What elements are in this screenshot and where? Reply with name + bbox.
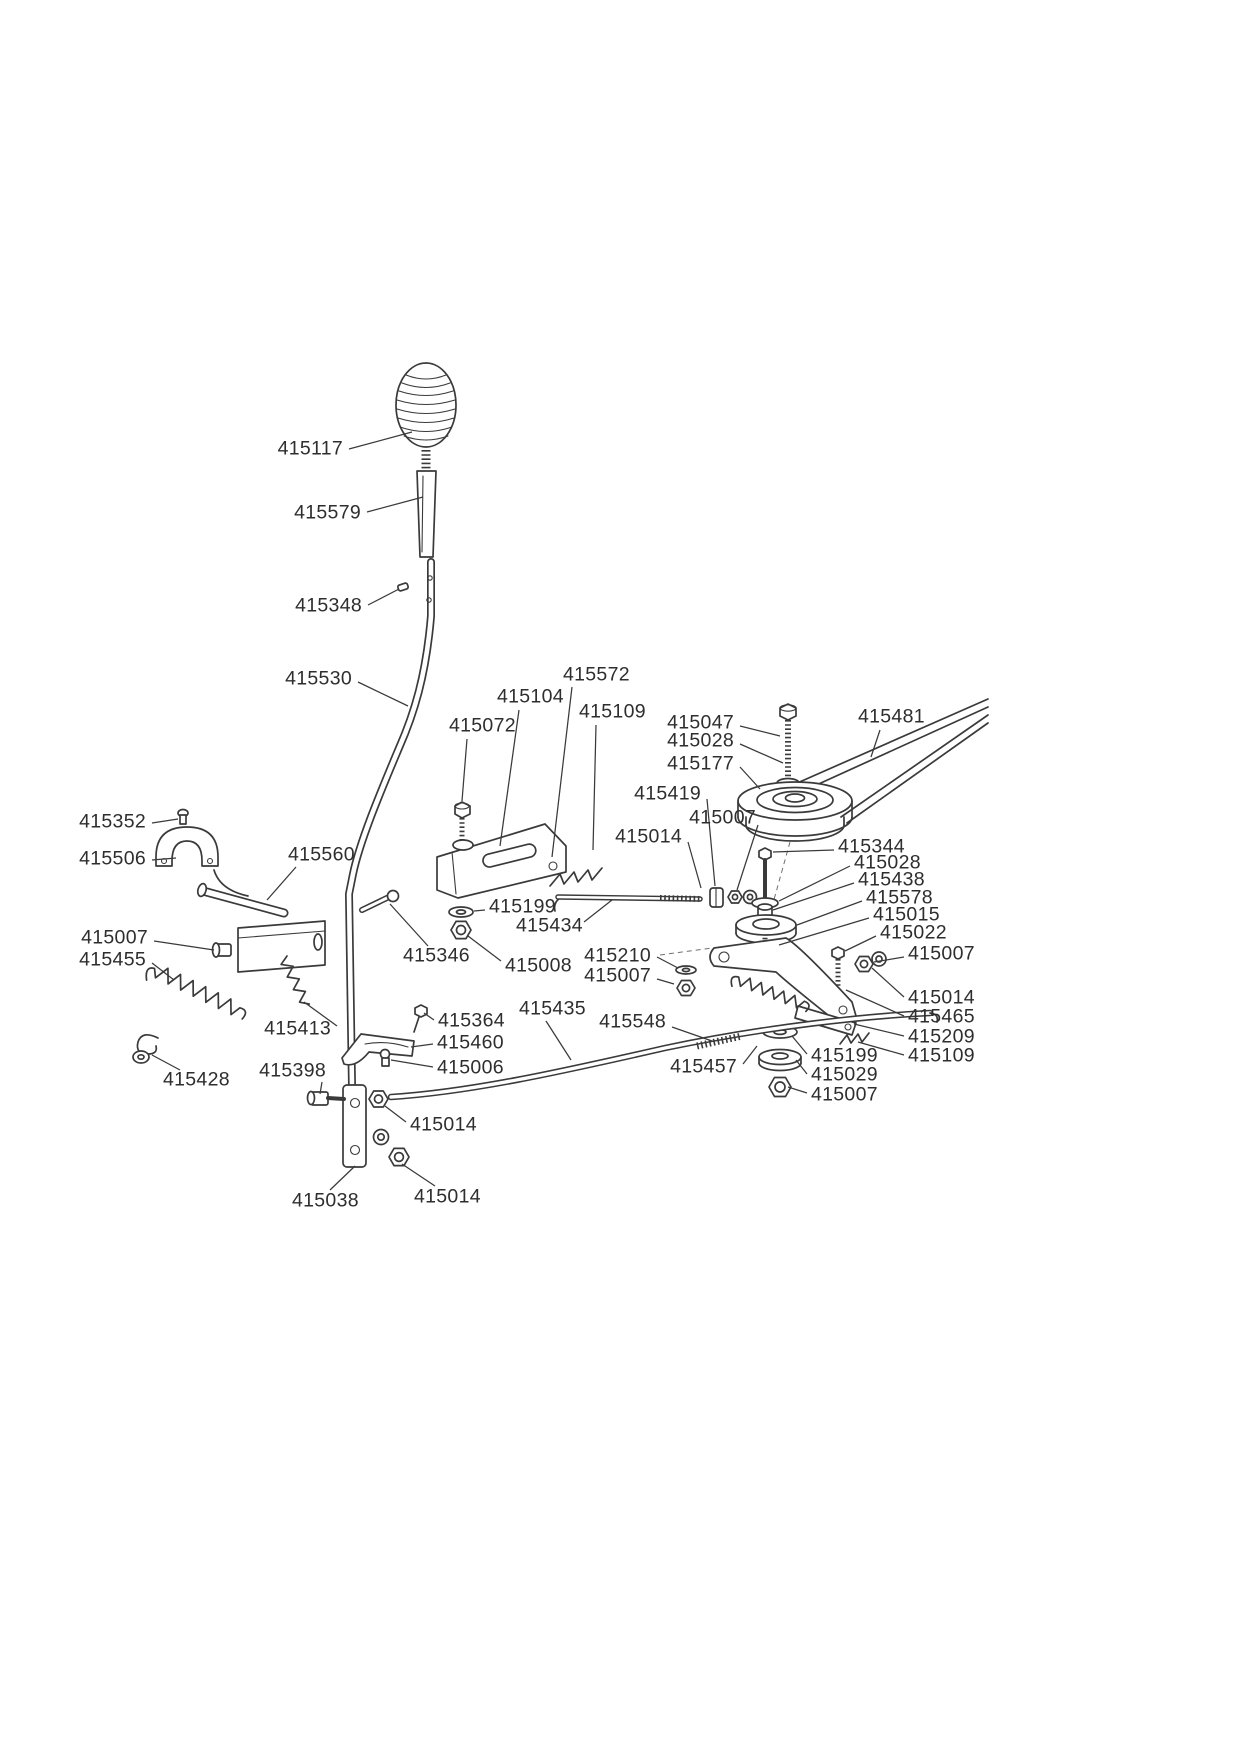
leader-line-415109 <box>592 724 597 851</box>
leader-line-415352 <box>151 818 179 824</box>
leader-line-415348 <box>367 588 400 606</box>
leader-line-415014 <box>687 841 702 889</box>
bracket-bolt <box>414 1004 428 1018</box>
leader-line-415015 <box>778 917 870 946</box>
leader-line-415117 <box>348 431 413 450</box>
pivot-nut <box>368 1090 389 1108</box>
retainer-wire <box>549 867 603 887</box>
leader-line-415007 <box>656 978 675 985</box>
lock-nut <box>768 1076 792 1098</box>
gear-shift-lever <box>345 558 435 1090</box>
leader-line-415007 <box>736 824 759 891</box>
small-idler-pulley <box>735 914 797 936</box>
leader-line-415199 <box>791 1035 808 1055</box>
leader-line-415006 <box>390 1059 434 1068</box>
lower-nut <box>388 1147 410 1167</box>
leader-line-415177 <box>739 766 761 790</box>
leader-line-415457 <box>742 1045 758 1065</box>
leader-line-415481 <box>870 729 881 758</box>
leader-line-415398 <box>319 1081 323 1095</box>
set-screw <box>396 582 410 592</box>
saddle-clamp <box>155 826 219 867</box>
leader-line-415419 <box>706 798 716 887</box>
leader-line-415209 <box>853 1023 905 1037</box>
leader-line-415572 <box>551 686 573 858</box>
leader-line-415104 <box>499 709 520 847</box>
cup-washer <box>758 1048 802 1066</box>
idler-spring <box>730 975 810 1013</box>
leader-line-415579 <box>366 496 424 513</box>
leader-line-415028 <box>778 865 851 902</box>
leader-line-415109 <box>857 1041 905 1056</box>
leader-line-415506 <box>151 857 177 861</box>
leader-line-415413 <box>303 1001 338 1027</box>
leader-line-415028 <box>739 743 784 764</box>
link-rod <box>553 887 758 912</box>
arm-bolt <box>831 946 845 960</box>
leader-line-415014 <box>384 1105 407 1123</box>
leader-line-415014 <box>401 1163 436 1187</box>
clutch-rod <box>387 1009 939 1101</box>
leader-line-415344 <box>772 849 835 853</box>
leader-line-415438 <box>772 882 855 911</box>
leader-line-415435 <box>545 1020 572 1061</box>
leader-line-415072 <box>461 738 468 802</box>
lower-lever-assembly <box>306 1004 428 1168</box>
arm-nut <box>854 955 874 973</box>
leader-line-415530 <box>357 681 409 707</box>
leader-line-415428 <box>151 1054 181 1071</box>
coupler-nut <box>727 890 743 904</box>
leader-line-415465 <box>845 989 905 1017</box>
leader-line-415460 <box>410 1043 434 1048</box>
idler-bolt <box>758 847 772 861</box>
leader-line-415007 <box>787 1086 808 1094</box>
lever-mounting-plate <box>436 801 567 940</box>
leader-line-415014 <box>871 967 905 998</box>
leader-line-415038 <box>329 1165 356 1191</box>
gear-shift-knob <box>395 362 457 558</box>
leader-line-415434 <box>583 899 613 923</box>
leader-line-415047 <box>739 725 781 737</box>
leader-line-415578 <box>796 900 863 926</box>
guide-bracket <box>341 1033 415 1066</box>
leader-line-415210 <box>656 956 679 969</box>
wire-clip <box>839 1032 870 1045</box>
leader-line-415548 <box>671 1026 713 1042</box>
plate-bolt <box>454 801 471 819</box>
leader-line-415346 <box>389 903 429 947</box>
leader-line-415008 <box>467 935 502 962</box>
left-bracket-assembly <box>132 808 326 1064</box>
pulley-bolt <box>779 703 797 721</box>
plate-nut <box>450 920 472 940</box>
ball-pin <box>386 889 400 903</box>
plate-washer <box>448 906 474 918</box>
leader-line-415007 <box>153 940 215 951</box>
idler-pulley-assembly <box>735 698 989 952</box>
leader-line-415022 <box>844 935 877 952</box>
knob-adapter <box>416 470 437 558</box>
leader-line-415364 <box>423 1012 435 1021</box>
idler-arm <box>709 937 857 1024</box>
leader-line-415455 <box>151 962 175 981</box>
leader-line-415560 <box>266 866 297 901</box>
leader-lines <box>151 431 905 1191</box>
leader-line-415029 <box>795 1059 808 1075</box>
leader-line-415007 <box>873 956 905 963</box>
lower-washer <box>372 1128 390 1146</box>
return-spring-large <box>145 967 247 1020</box>
return-spring-small <box>280 955 311 1005</box>
leader-line-415199 <box>473 909 486 912</box>
pivot-housing <box>237 920 326 973</box>
